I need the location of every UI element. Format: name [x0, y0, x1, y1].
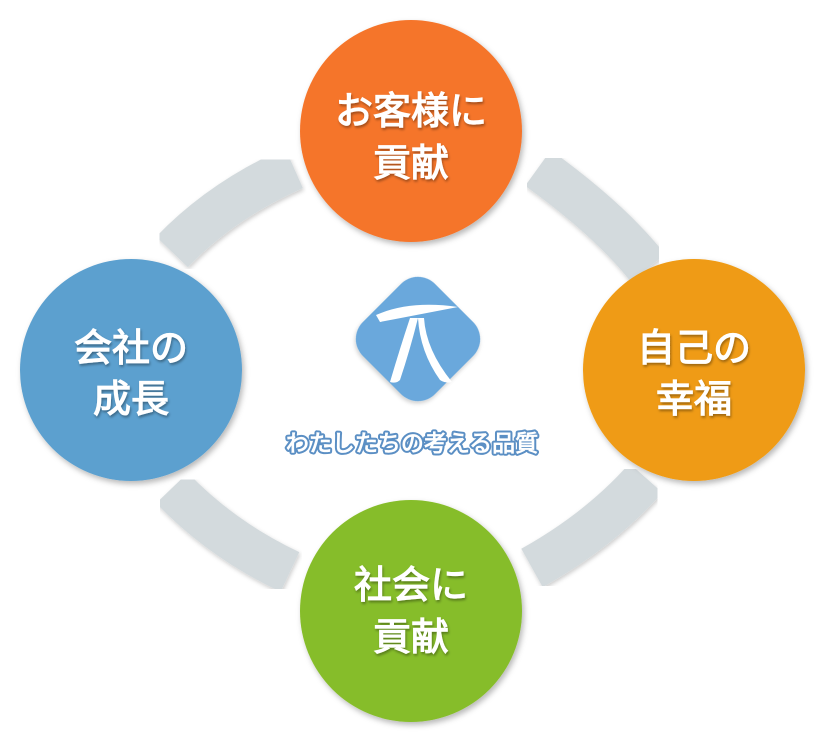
- node-bottom-line1: 社会に: [354, 563, 468, 607]
- node-bottom-circle: [300, 500, 522, 722]
- center-caption: わたしたちの考える品質: [286, 431, 538, 457]
- node-left-circle: [20, 259, 242, 481]
- logo-diamond: [355, 276, 481, 402]
- node-customer-contribution: お客様に 貢献: [300, 20, 522, 242]
- connector-right-bottom: [521, 463, 663, 588]
- node-right-circle: [583, 259, 805, 481]
- node-left-line2: 成長: [93, 377, 170, 421]
- node-right-line2: 幸福: [656, 377, 732, 421]
- company-logo-icon: [355, 276, 481, 402]
- node-bottom-line2: 貢献: [373, 615, 449, 659]
- node-top-circle: [300, 20, 522, 242]
- node-top-line1: お客様に: [335, 89, 487, 133]
- node-left-line1: 会社の: [74, 326, 188, 370]
- node-right-line1: 自己の: [637, 326, 751, 370]
- node-self-happiness: 自己の 幸福: [583, 259, 805, 481]
- connector-bottom-left: [156, 472, 300, 592]
- node-company-growth: 会社の 成長: [20, 259, 242, 481]
- logo-stroke-bar: [376, 304, 458, 322]
- connector-ring: [156, 147, 666, 592]
- logo-stroke-right: [418, 318, 452, 383]
- connector-top-right: [525, 150, 666, 282]
- node-top-line2: 貢献: [373, 141, 449, 185]
- connector-left-top: [156, 147, 304, 268]
- node-society-contribution: 社会に 貢献: [300, 500, 522, 722]
- logo-stroke-left: [390, 318, 418, 383]
